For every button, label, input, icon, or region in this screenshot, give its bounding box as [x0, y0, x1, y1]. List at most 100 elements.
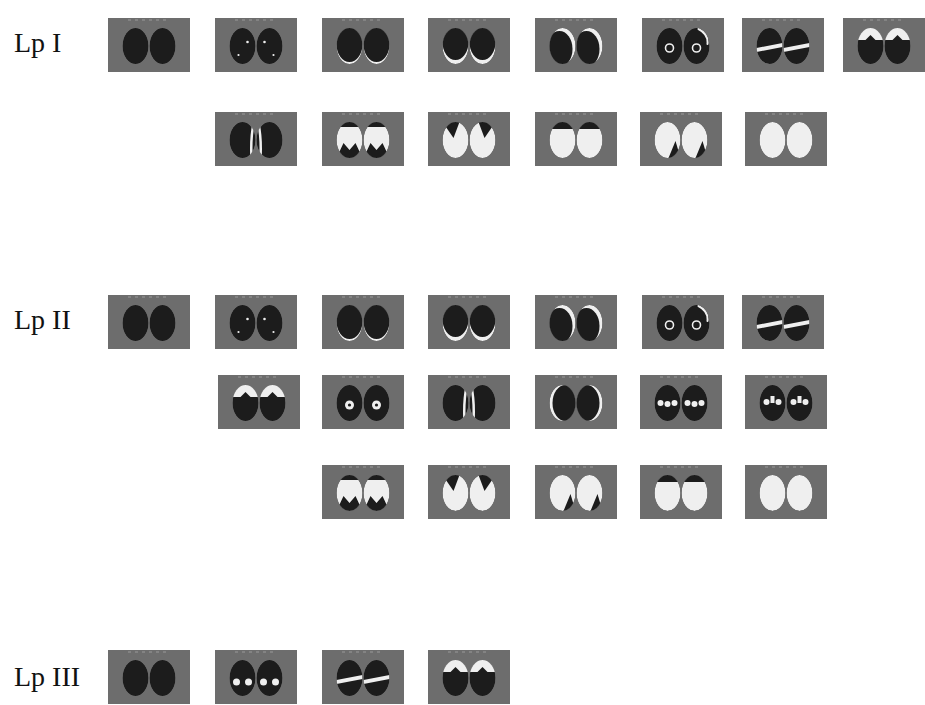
pupil-fill: [364, 303, 390, 339]
pupil: [233, 385, 259, 421]
pupil-tile: [843, 18, 925, 72]
pupil-tile: [322, 375, 404, 429]
tile-tick: [448, 297, 490, 298]
light-ring: [666, 321, 674, 329]
pupil-fill: [257, 122, 283, 158]
pupil: [470, 475, 496, 511]
pupil: [443, 475, 469, 511]
light-spot: [348, 403, 351, 406]
pupil-fill: [337, 475, 363, 511]
pupil-tile: [108, 650, 190, 704]
tile-ground: [215, 650, 297, 704]
pupil-tile: [642, 295, 724, 349]
tile-tick: [765, 377, 807, 378]
light-spot: [699, 400, 705, 406]
pupil: [230, 305, 256, 341]
pupil-fill: [443, 475, 469, 511]
light-shape: [478, 667, 488, 672]
pupil-tile: [322, 650, 404, 704]
light-spot: [692, 401, 698, 407]
pupil: [470, 660, 496, 696]
pupil: [655, 122, 681, 158]
pupil: [470, 385, 496, 421]
pupil-fill: [337, 303, 363, 339]
light-spot: [237, 54, 239, 56]
pupil: [757, 305, 783, 341]
pupil: [337, 475, 363, 511]
tile-ground: [742, 18, 824, 72]
pupil: [885, 28, 911, 64]
light-spot: [803, 399, 809, 405]
pupil-fill: [553, 385, 579, 421]
tile-tick: [555, 114, 597, 115]
pupil-tile: [745, 375, 827, 429]
pupil: [364, 26, 390, 64]
pupil-tile: [428, 18, 510, 72]
pupil-fill: [684, 28, 710, 64]
tile-ground: [322, 650, 404, 704]
tile-ground: [322, 18, 404, 72]
pupil-fill: [470, 122, 496, 158]
pupil-fill: [257, 28, 283, 64]
pupil-fill: [550, 475, 576, 511]
pupil: [337, 660, 363, 696]
tile-tick: [128, 652, 170, 653]
tile-tick: [448, 377, 490, 378]
pupil-tile: [640, 112, 722, 166]
pupil-fill: [123, 660, 149, 696]
pupil-fill: [470, 475, 496, 511]
pupil: [684, 28, 710, 64]
light-spot: [685, 400, 691, 406]
light-shape: [443, 122, 460, 138]
tile-tick: [342, 652, 384, 653]
pupil: [550, 122, 576, 158]
pupil-tile: [428, 650, 510, 704]
tile-tick: [762, 20, 804, 21]
tile-ground: [215, 112, 297, 166]
pupil-tile: [640, 465, 722, 519]
pupil: [550, 475, 576, 511]
tile-ground: [322, 295, 404, 349]
tile-tick: [863, 20, 905, 21]
pupil-fill: [470, 301, 496, 337]
light-spot: [375, 403, 378, 406]
pupil-fill: [885, 28, 911, 40]
light-spot: [776, 399, 782, 405]
pupil-fill: [230, 122, 256, 158]
tile-tick: [555, 377, 597, 378]
light-spot: [272, 679, 279, 686]
tile-ground: [218, 375, 300, 429]
pupil-fill: [470, 660, 496, 696]
pupil-fill: [150, 28, 176, 64]
pupil: [150, 305, 176, 341]
pupil: [657, 305, 683, 341]
pupil: [364, 660, 390, 696]
pupil-fill: [364, 475, 390, 511]
tile-ground: [742, 295, 824, 349]
pupil-tile: [642, 18, 724, 72]
pupil-fill: [787, 385, 813, 421]
tile-tick: [128, 20, 170, 21]
light-shape: [241, 392, 251, 397]
pupil: [787, 385, 813, 421]
tile-ground: [215, 18, 297, 72]
tile-ground: [745, 465, 827, 519]
pupil: [657, 28, 683, 64]
pupil-tile: [742, 18, 824, 72]
pupil-fill: [443, 24, 469, 60]
tile-ground: [428, 465, 510, 519]
row-label: Lp I: [14, 28, 61, 59]
light-shape: [696, 141, 708, 158]
pupil: [787, 122, 813, 158]
pupil-fill: [550, 122, 576, 129]
pupil: [547, 305, 576, 344]
pupil: [682, 475, 708, 511]
tile-tick: [235, 652, 277, 653]
pupil-fill: [230, 660, 256, 696]
tile-tick: [555, 20, 597, 21]
pupil-fill: [655, 475, 681, 511]
tile-tick: [448, 652, 490, 653]
pupil-fill: [257, 660, 283, 696]
